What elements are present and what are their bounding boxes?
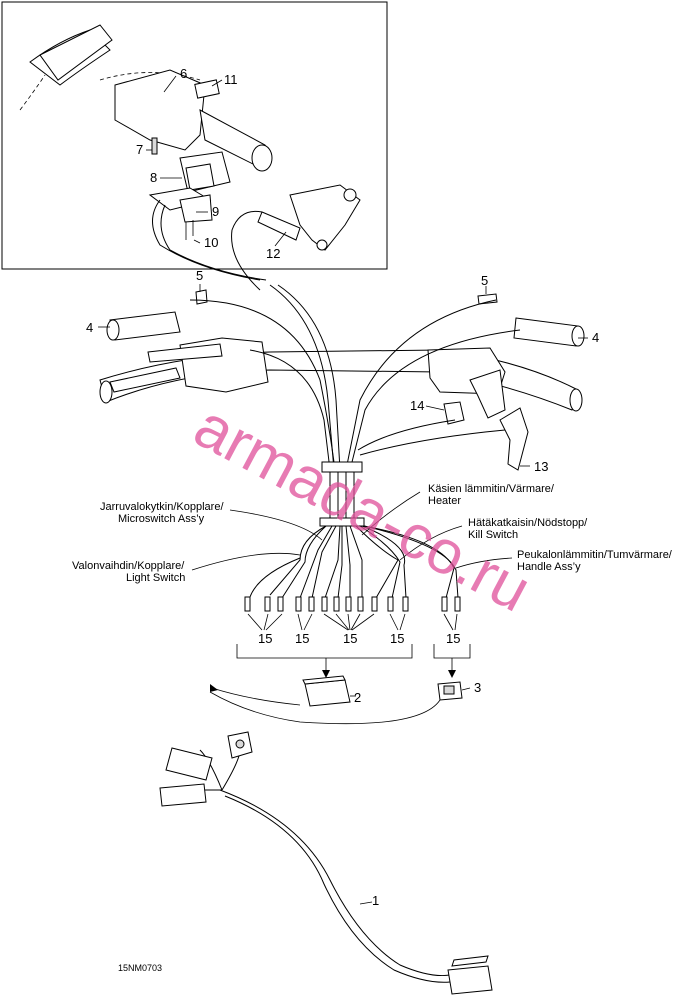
callout-9: 9 xyxy=(212,204,219,219)
connector-pins xyxy=(244,596,461,612)
wire-harness-bundle xyxy=(189,284,521,612)
handlebar-assembly xyxy=(99,289,585,471)
label-heater-2: Heater xyxy=(428,495,461,507)
item15-leaders xyxy=(247,613,458,631)
callout-8: 8 xyxy=(150,170,157,185)
inset-throttle-assembly xyxy=(19,24,361,291)
label-light-switch-2: Light Switch xyxy=(126,572,185,584)
inset-frame xyxy=(1,1,388,270)
main-harness xyxy=(159,731,493,995)
callout-7: 7 xyxy=(136,142,143,157)
callout-4-left: 4 xyxy=(86,320,93,335)
callout-15-e: 15 xyxy=(446,631,460,646)
callout-3: 3 xyxy=(474,680,481,695)
callout-2: 2 xyxy=(354,690,361,705)
label-brake-switch-1: Jarruvalokytkin/Kopplare/ xyxy=(100,501,224,513)
callout-5-left: 5 xyxy=(196,268,203,283)
callout-1: 1 xyxy=(372,893,379,908)
label-light-switch-1: Valonvaihdin/Kopplare/ xyxy=(72,560,185,572)
callout-11: 11 xyxy=(224,72,238,87)
callout-5-right: 5 xyxy=(481,273,488,288)
connector-housings xyxy=(302,675,471,707)
callout-15-d: 15 xyxy=(390,631,404,646)
label-brake-switch-2: Microswitch Ass’y xyxy=(118,513,205,525)
callout-6: 6 xyxy=(180,66,187,81)
label-kill-switch-2: Kill Switch xyxy=(468,529,518,541)
callout-4-right: 4 xyxy=(592,330,599,345)
callout-10: 10 xyxy=(204,235,218,250)
callout-15-a: 15 xyxy=(258,631,272,646)
main-leader-lines xyxy=(98,284,588,571)
label-kill-switch-1: Hätäkatkaisin/Nödstopp/ xyxy=(468,517,588,529)
label-heater-1: Käsien lämmitin/Värmare/ xyxy=(428,483,555,495)
callout-15-c: 15 xyxy=(343,631,357,646)
callout-12: 12 xyxy=(266,246,280,261)
callout-15-b: 15 xyxy=(295,631,309,646)
label-thumb-heater-2: Handle Ass’y xyxy=(517,561,581,573)
callout-14: 14 xyxy=(410,398,424,413)
inset-leader-lines xyxy=(146,75,287,247)
grouping-brackets xyxy=(209,644,471,725)
figure-reference-code: 15NM0703 xyxy=(118,963,162,973)
label-thumb-heater-1: Peukalonlämmitin/Tumvärmare/ xyxy=(517,549,673,561)
callout-13: 13 xyxy=(534,459,548,474)
